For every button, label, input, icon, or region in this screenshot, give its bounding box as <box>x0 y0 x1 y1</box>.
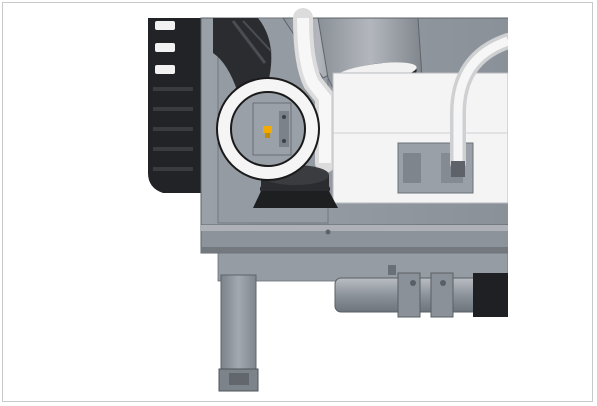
support-leg <box>218 274 259 392</box>
pipe-assembly <box>334 265 508 318</box>
figure-frame <box>2 2 593 402</box>
machine-illustration <box>148 8 508 392</box>
lower-frame <box>217 252 508 282</box>
drain-valve-marker <box>263 126 272 138</box>
white-housing <box>332 72 508 204</box>
fan-grille <box>148 18 203 193</box>
base-beam <box>200 224 508 254</box>
